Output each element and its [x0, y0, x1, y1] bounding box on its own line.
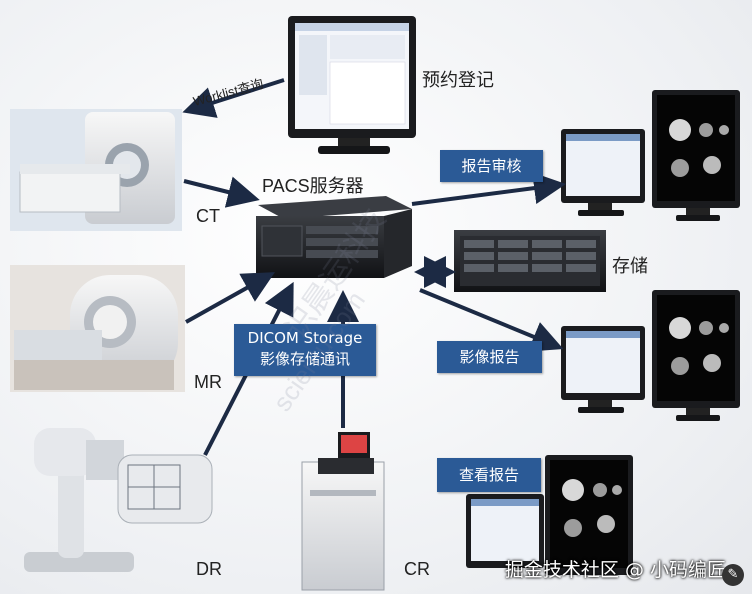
footer-credit: 掘金技术社区 @ 小码编匠 [504, 559, 726, 581]
cr-reader-image [301, 432, 385, 591]
mr-label: MR [194, 372, 222, 392]
view-report-monitors [466, 455, 633, 575]
dicom-line-1: DICOM Storage [247, 329, 363, 347]
booking-workstation-monitor [288, 16, 416, 154]
flow-arrows [182, 78, 566, 456]
report-review-monitors [561, 90, 740, 221]
image-report-monitors [561, 290, 740, 421]
arrow-server-to-review [411, 172, 566, 206]
mr-scanner-image [10, 265, 185, 392]
arrow-mr-to-server [185, 272, 275, 324]
dicom-line-2: 影像存储通讯 [259, 350, 350, 368]
booking-label: 预约登记 [422, 70, 494, 90]
cr-label: CR [404, 559, 430, 579]
pacs-server-label: PACS服务器 [262, 176, 364, 196]
dicom-storage-box: DICOM Storage 影像存储通讯 [234, 324, 376, 376]
ct-scanner-image [10, 109, 182, 231]
storage-label: 存储 [612, 256, 648, 276]
pacs-server-image [256, 196, 412, 278]
ct-label: CT [196, 206, 220, 226]
image-report-box: 影像报告 [437, 341, 542, 373]
chat-bubble-icon[interactable]: ✎ [722, 564, 744, 586]
storage-array-image [454, 230, 606, 292]
view-report-box: 查看报告 [437, 458, 541, 492]
dr-label: DR [196, 559, 222, 579]
arrow-server-to-image-report [419, 288, 564, 352]
arrow-ct-to-server [183, 176, 260, 208]
arrow-worklist-to-ct [182, 78, 285, 118]
dr-xray-system-image [24, 428, 213, 572]
report-review-box: 报告审核 [440, 150, 543, 182]
